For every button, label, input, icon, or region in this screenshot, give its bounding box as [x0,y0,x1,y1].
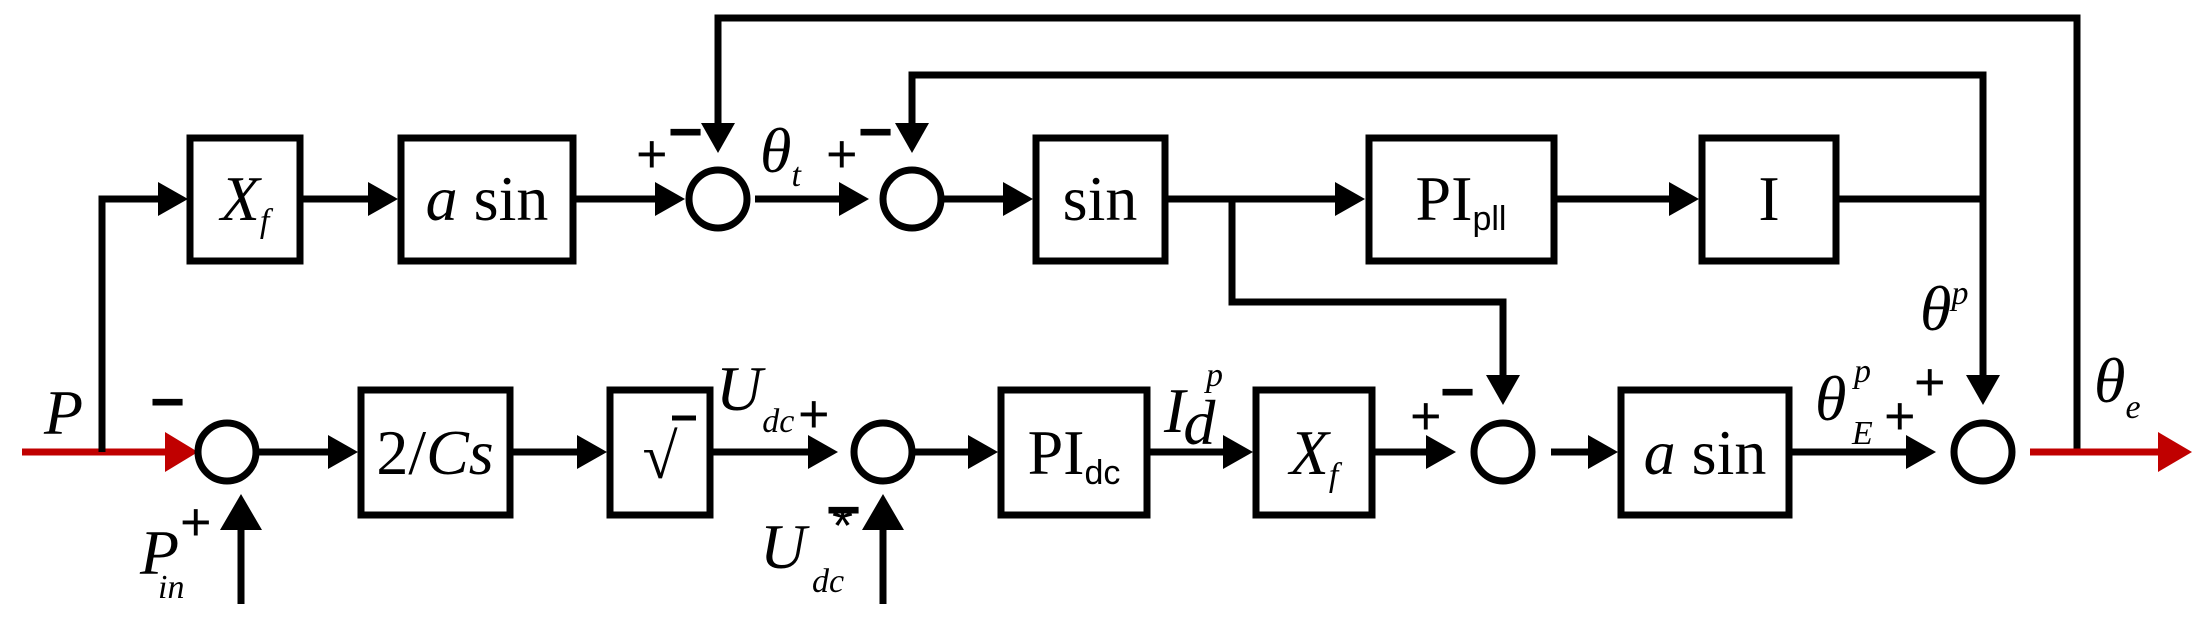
arrowhead-xf-top [158,182,188,216]
arrowhead-pin [220,494,262,530]
block-sqrt-label: √ [642,421,678,492]
arrowhead-2cs [328,435,358,469]
sign-sum5-plus-top: + [1914,352,1946,412]
arrowhead-sum2 [839,182,869,216]
arrowhead-pipll [1335,182,1365,216]
sign-sum1-minus: − [668,98,703,165]
signal-theta-e-label: θe [2094,345,2141,426]
arrowhead-sum5 [1906,435,1936,469]
block-xf-top [186,134,304,265]
signal-u-dc-label: Udc [716,353,794,440]
arrowhead-sum2-top [895,123,929,153]
arrowhead-sum3 [808,435,838,469]
sign-sum4-plus: + [1410,386,1442,446]
sign-sum1-plus: + [636,124,668,184]
arrowhead-sum4 [1426,435,1456,469]
arrowhead-udc-ref [862,494,904,530]
signal-i-d-p-label: Idp [1163,357,1223,458]
signal-p-in-label: Pin [139,517,184,606]
block-integrator [1698,134,1840,265]
sign-sum-udc-plus: + [798,384,830,444]
sign-sum-udc-minus: − [826,476,861,543]
sign-sum2-minus: − [858,98,893,165]
arrowhead-sum1-top [701,123,735,153]
sign-sum4-minus: − [1440,358,1475,425]
block-2-over-cs-label: 2/Cs [376,417,493,488]
block-xf-top-label: Xf [218,163,274,240]
block-xf-bottom [1252,386,1376,519]
block-asin-top-label: a sin [426,163,549,234]
block-sqrt [606,386,714,519]
signal-p-label: P [43,377,83,448]
arrowhead-sum5-top [1966,375,2000,405]
block-asin-bottom-label: a sin [1644,417,1767,488]
block-sin [1032,134,1169,265]
sign-sum-power-minus: − [150,368,185,435]
wire-sin-to-sum4 [1228,199,1507,382]
wire-feedback-theta-e [714,14,2081,452]
sum-junction-udc [850,419,916,485]
block-integrator-label: I [1758,163,1779,234]
block-pi-dc-label: PIdc [1028,417,1121,492]
sum-junction-theta-t [685,166,751,232]
sum-junction-sin-xf [1470,419,1536,485]
sign-sum-power-plus: + [180,492,212,552]
signal-theta-t-label: θt [760,115,802,194]
arrowhead-sqrt [577,435,607,469]
sign-sum5-plus-left: + [1884,386,1916,446]
arrowhead-sum4-top [1486,375,1520,405]
block-pi-pll [1365,134,1558,265]
sum-junction-power [194,419,260,485]
arrowhead-integrator [1669,182,1699,216]
arrowhead-sin [1003,182,1033,216]
input-p-arrowhead [165,432,198,472]
block-pi-dc [997,386,1151,519]
arrowhead-asin-top [368,182,398,216]
block-asin-top [397,134,577,265]
signal-theta-p-label: θp [1920,273,1968,344]
wire-p-to-xf-top [98,195,165,452]
sign-sum2-plus: + [826,124,858,184]
arrowhead-xf-bottom [1223,435,1253,469]
block-pi-pll-label: PIpll [1416,163,1507,238]
block-sin-label: sin [1063,163,1138,234]
arrowhead-asin-bottom [1588,435,1618,469]
output-theta-e-arrowhead [2158,432,2192,472]
sum-junction-output [1950,419,2016,485]
sum-junction-pll [879,166,945,232]
block-2-over-cs [357,386,514,519]
wire-feedback-theta-p [908,71,1987,199]
arrowhead-pidc [968,435,998,469]
arrowhead-sum1 [655,182,685,216]
block-asin-bottom [1617,386,1793,519]
